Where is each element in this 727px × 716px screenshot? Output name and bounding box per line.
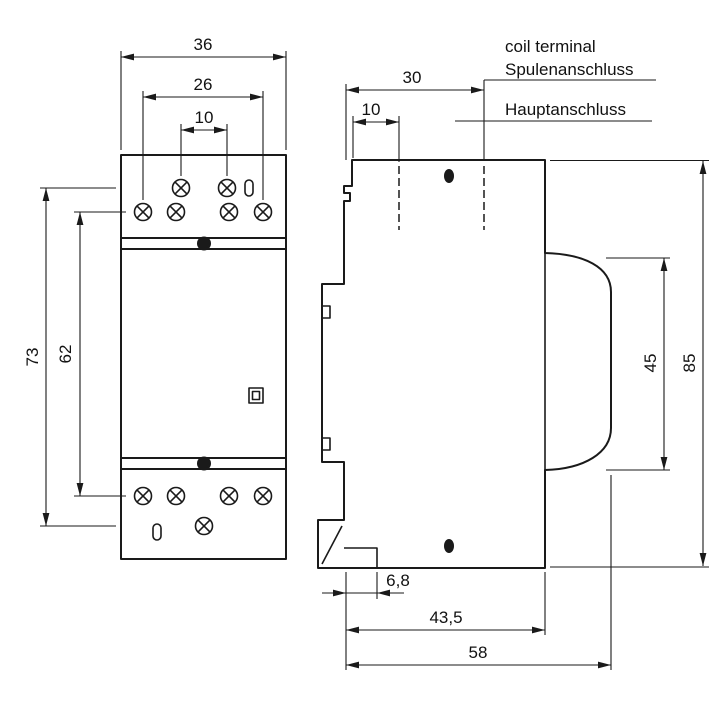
screw-terminal-icon bbox=[171, 178, 191, 198]
dim-label-85: 85 bbox=[680, 354, 699, 373]
screw-terminal-icon bbox=[219, 202, 239, 222]
screw-terminal-icon bbox=[194, 516, 214, 536]
annotations: coil terminal Spulenanschluss Hauptansch… bbox=[455, 37, 656, 122]
front-body-outline bbox=[120, 154, 287, 560]
clip-slot bbox=[344, 547, 378, 568]
dim-label-43-5: 43,5 bbox=[429, 608, 462, 627]
dim-label-45: 45 bbox=[641, 354, 660, 373]
dim-label-10-side: 10 bbox=[362, 100, 381, 119]
main-terminal-label-de: Hauptanschluss bbox=[505, 100, 626, 119]
dim-label-26: 26 bbox=[194, 75, 213, 94]
dim-label-6-8: 6,8 bbox=[386, 571, 410, 590]
clip-lever bbox=[321, 525, 343, 565]
din-claw-notch-top bbox=[322, 305, 331, 319]
side-body-outline bbox=[317, 159, 612, 569]
terminal-slot-icon bbox=[244, 179, 254, 197]
front-view-dimensions: 36 26 10 73 62 bbox=[23, 35, 287, 527]
dim-label-62: 62 bbox=[56, 345, 75, 364]
indicator-window bbox=[248, 387, 264, 404]
side-view bbox=[317, 159, 612, 569]
rivet-dot-top bbox=[197, 236, 211, 251]
indicator-window-inner bbox=[251, 390, 261, 401]
rivet-dot-bottom bbox=[197, 456, 211, 471]
dim-label-58: 58 bbox=[469, 643, 488, 662]
dim-label-36: 36 bbox=[194, 35, 213, 54]
dim-label-10-front: 10 bbox=[195, 108, 214, 127]
dim-label-73: 73 bbox=[23, 348, 42, 367]
screw-terminal-icon bbox=[253, 202, 273, 222]
rivet-dot-side-bottom bbox=[444, 539, 454, 553]
screw-terminal-icon bbox=[166, 202, 186, 222]
screw-terminal-icon bbox=[253, 486, 273, 506]
dim-label-30: 30 bbox=[403, 68, 422, 87]
screw-terminal-icon bbox=[219, 486, 239, 506]
screw-terminal-icon bbox=[133, 486, 153, 506]
terminal-slot-icon bbox=[152, 523, 162, 541]
side-view-dimensions: 30 10 6,8 43,5 58 85 45 bbox=[322, 68, 709, 670]
screw-terminal-icon bbox=[166, 486, 186, 506]
coil-terminal-label-de: Spulenanschluss bbox=[505, 60, 634, 79]
screw-terminal-icon bbox=[133, 202, 153, 222]
rivet-dot-side-top bbox=[444, 169, 454, 183]
screw-terminal-icon bbox=[217, 178, 237, 198]
din-claw-notch-bottom bbox=[322, 437, 331, 451]
front-view bbox=[120, 154, 287, 560]
coil-terminal-label-en: coil terminal bbox=[505, 37, 596, 56]
